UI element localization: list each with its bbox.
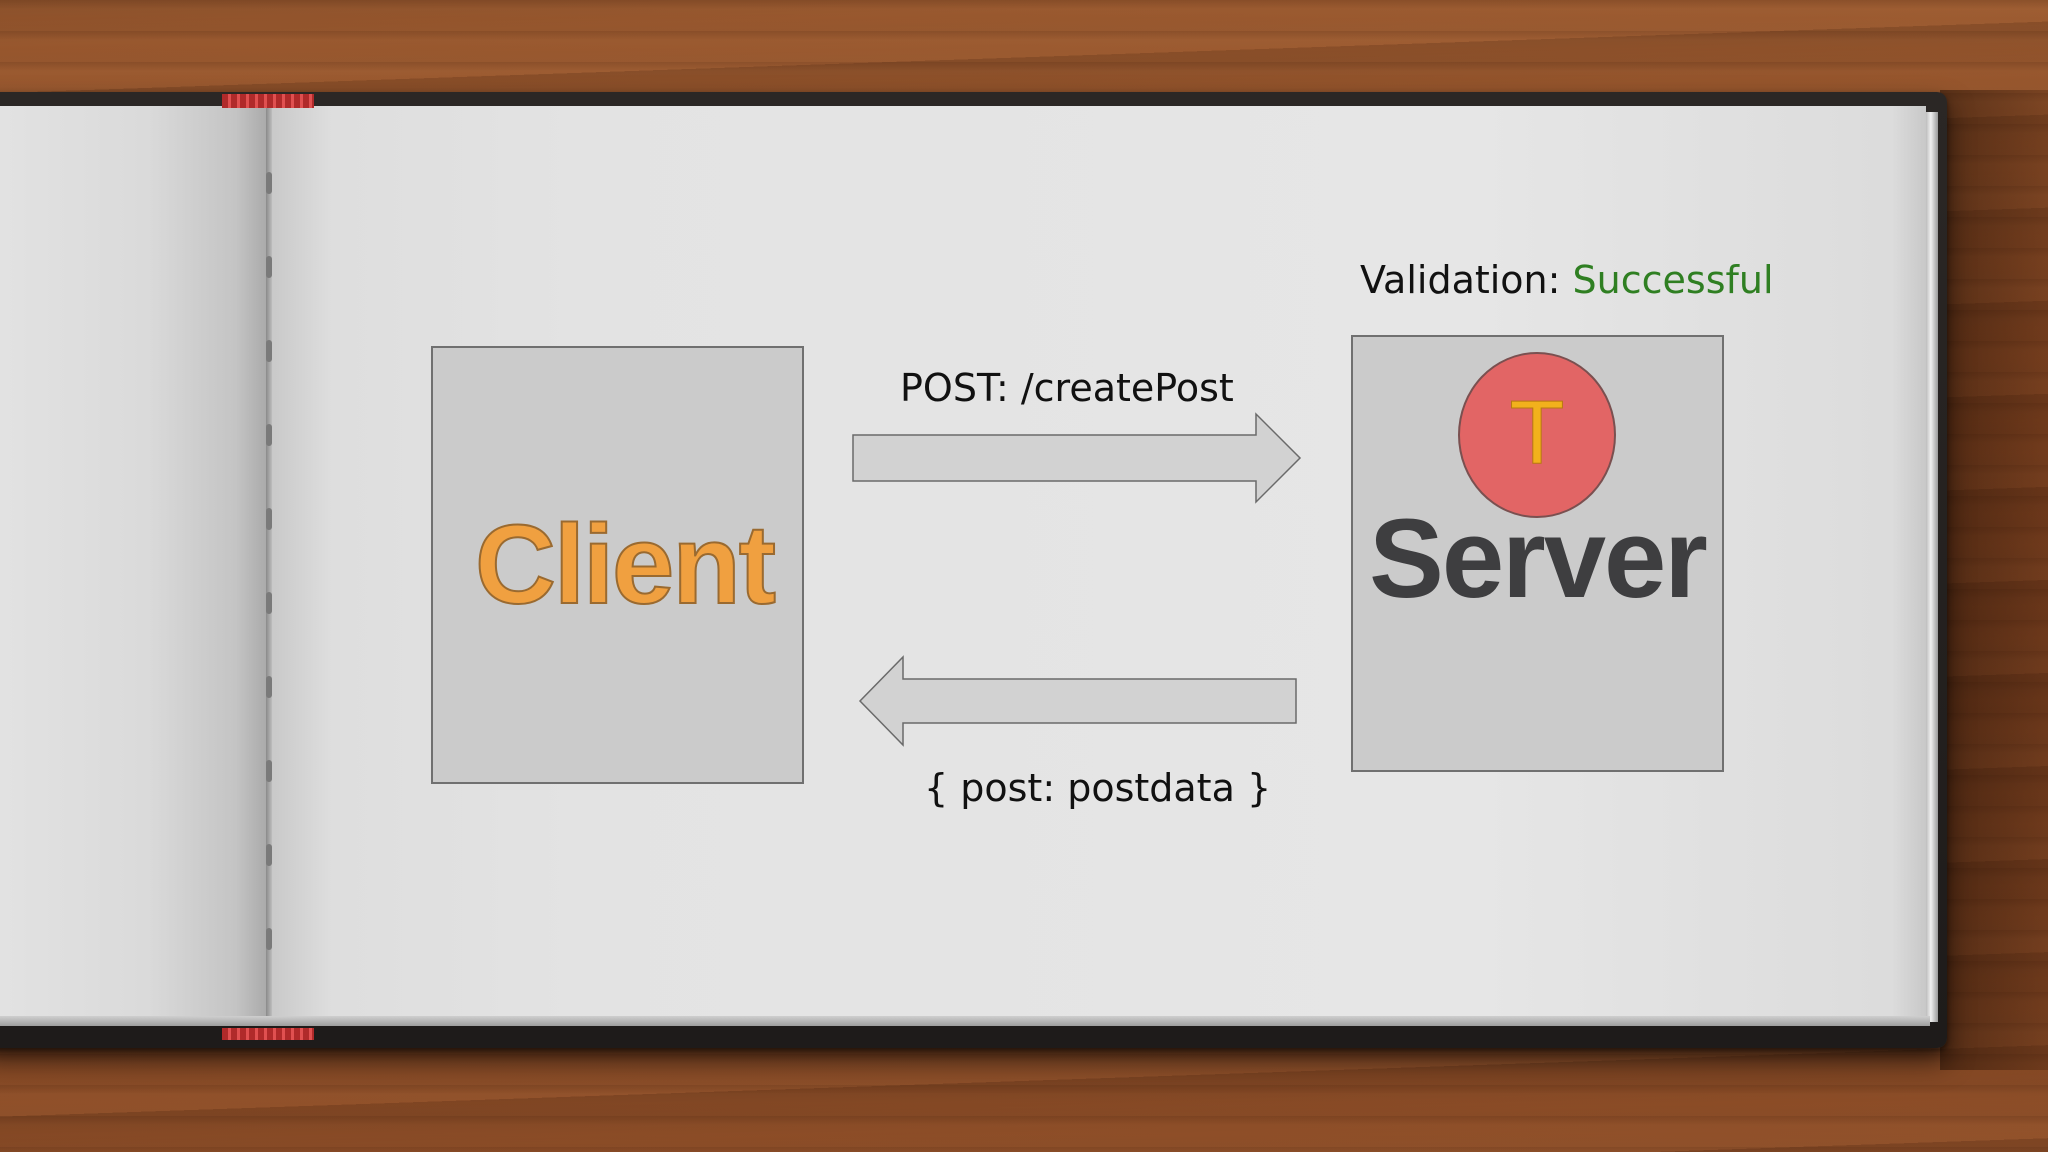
token-letter: T <box>1509 383 1565 483</box>
page-edge <box>1926 112 1938 1022</box>
client-label: Client <box>474 501 777 628</box>
spine-stitch <box>266 844 272 866</box>
spine-stitch <box>266 424 272 446</box>
left-page <box>0 106 268 1022</box>
validation-prefix: Validation: <box>1360 258 1561 302</box>
spine-stitch <box>266 592 272 614</box>
server-label: Server <box>1369 496 1708 621</box>
spine-stitch <box>266 256 272 278</box>
page-bottom-edge <box>0 1016 1930 1026</box>
bookmark-ribbon-top <box>222 94 314 108</box>
request-label: POST: /createPost <box>900 366 1234 410</box>
desk-shadow <box>1940 90 2048 1070</box>
client-box <box>431 346 804 784</box>
spine-stitch <box>266 760 272 782</box>
spine-stitch <box>266 508 272 530</box>
token-badge <box>1458 352 1616 518</box>
bookmark-ribbon-bottom <box>222 1028 314 1040</box>
spine-stitch <box>266 928 272 950</box>
validation-label: Validation: Successful <box>1360 258 1774 302</box>
spine-stitch <box>266 676 272 698</box>
spine-stitch <box>266 172 272 194</box>
request-arrow <box>852 412 1302 504</box>
response-arrow <box>858 655 1297 747</box>
validation-status: Successful <box>1572 258 1774 302</box>
response-label: { post: postdata } <box>924 766 1272 810</box>
book-spine <box>266 106 272 1022</box>
spine-stitch <box>266 340 272 362</box>
